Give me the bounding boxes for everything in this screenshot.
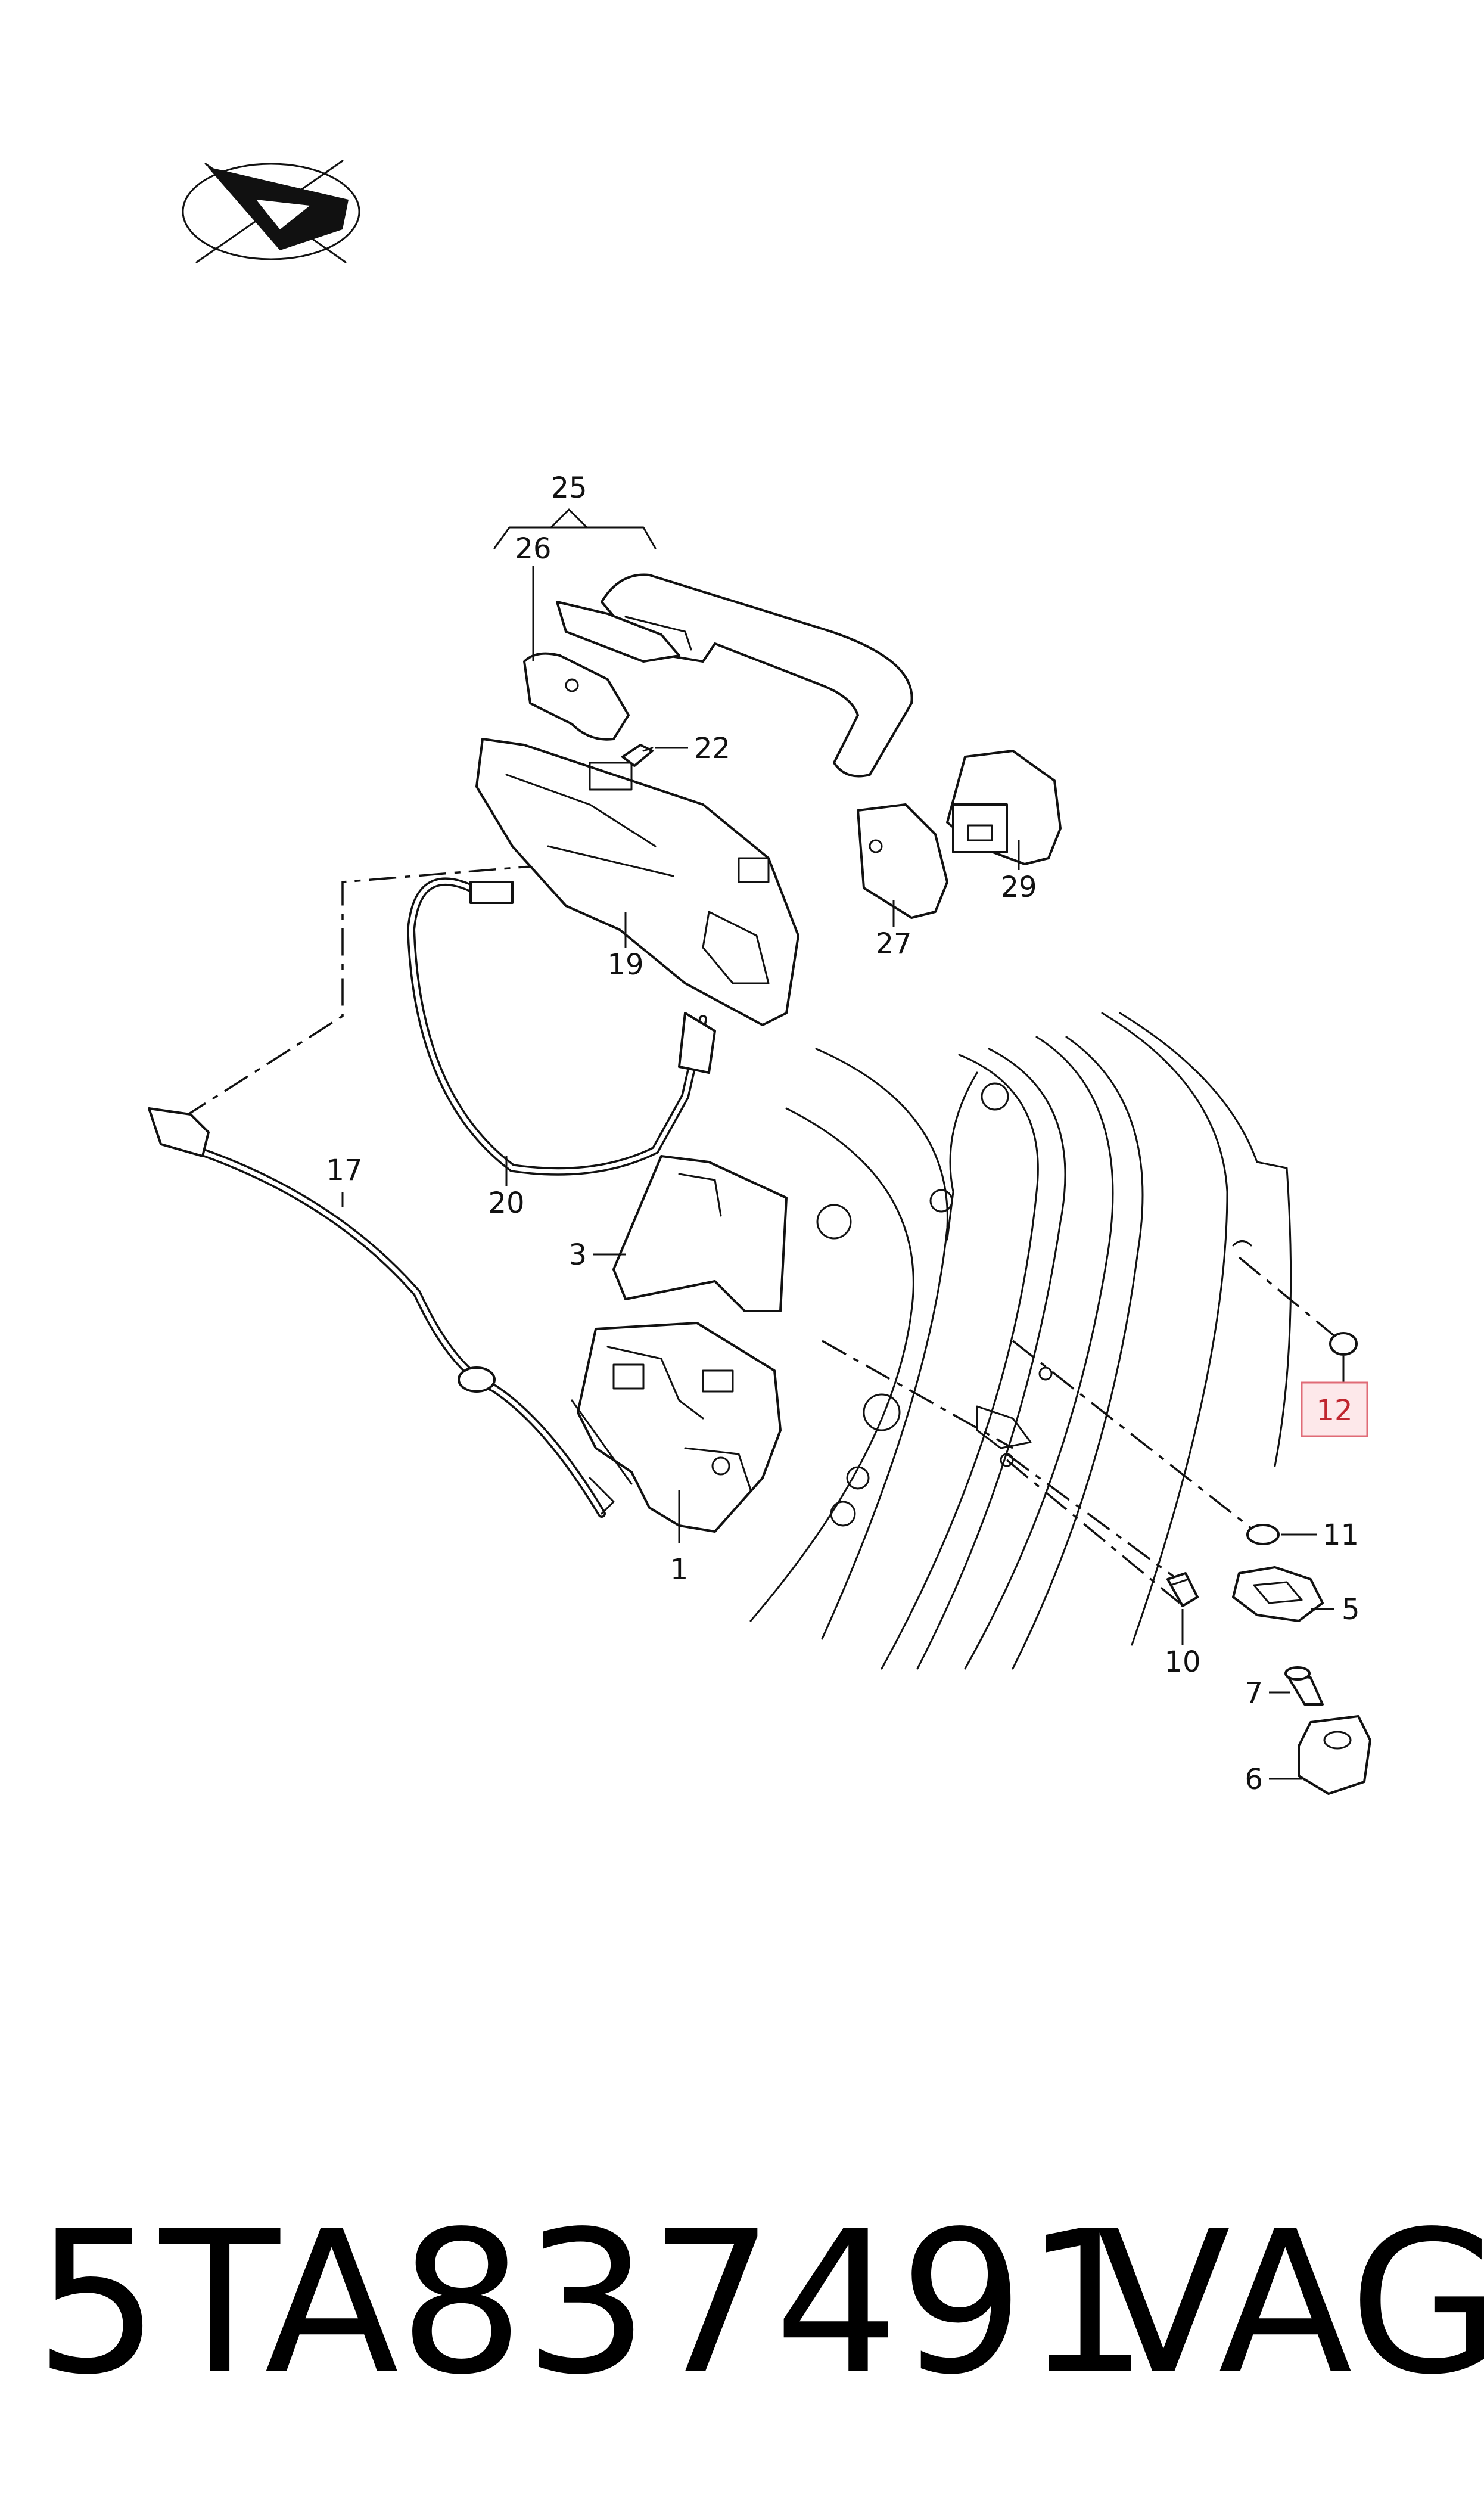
callout-6[interactable]: 6 [1245, 1763, 1263, 1796]
callout-highlight-box [1301, 1381, 1368, 1437]
handle-release-cable [406, 877, 716, 1176]
screw-10 [1166, 1572, 1199, 1607]
callout-10[interactable]: 10 [1164, 1645, 1200, 1679]
inner-release-cable [148, 1107, 615, 1518]
callout-17[interactable]: 17 [326, 1154, 362, 1187]
plug-cap [1329, 1332, 1358, 1356]
lock-cylinder-cover [946, 750, 1062, 865]
orientation-arrow-icon [182, 160, 360, 263]
door-lock [571, 1322, 782, 1533]
callouts: 1 3 5 6 7 10 11 12 17 19 20 22 25 26 27 … [326, 471, 1359, 1796]
callout-29[interactable]: 29 [1000, 871, 1037, 904]
exploded-parts-diagram: 1 3 5 6 7 10 11 12 17 19 20 22 25 26 27 … [148, 160, 1371, 1796]
outer-door-handle [601, 573, 913, 778]
callout-27[interactable]: 27 [875, 927, 911, 961]
leader-lines [341, 566, 1345, 1780]
callout-3[interactable]: 3 [568, 1238, 587, 1272]
callout-12[interactable]: 12 [1316, 1394, 1352, 1427]
screw-22 [621, 744, 654, 767]
handle-carrier [475, 738, 799, 1026]
screw-7 [1284, 1666, 1324, 1706]
callout-7[interactable]: 7 [1245, 1676, 1263, 1710]
door-panel [749, 1012, 1292, 1670]
assembly-lines [178, 860, 1342, 1604]
striker-gasket [1232, 1566, 1324, 1622]
callout-20[interactable]: 20 [488, 1186, 524, 1220]
group-bracket-25 [493, 508, 657, 549]
handle-gasket [523, 652, 630, 741]
handle-insert [556, 601, 680, 663]
callout-25[interactable]: 25 [550, 471, 587, 505]
callout-26[interactable]: 26 [515, 532, 551, 566]
part-number: 5TA837491 [35, 2189, 1150, 2418]
callout-1[interactable]: 1 [670, 1553, 689, 1586]
striker-plate [1298, 1715, 1371, 1795]
washer [1246, 1524, 1280, 1545]
brand-name: VAG [1096, 2189, 1484, 2418]
lock-bracket [612, 1155, 788, 1312]
callout-5[interactable]: 5 [1342, 1593, 1360, 1626]
cover-gasket [857, 803, 948, 919]
callout-22[interactable]: 22 [694, 732, 730, 765]
callout-11[interactable]: 11 [1323, 1518, 1359, 1552]
callout-19[interactable]: 19 [607, 948, 643, 981]
